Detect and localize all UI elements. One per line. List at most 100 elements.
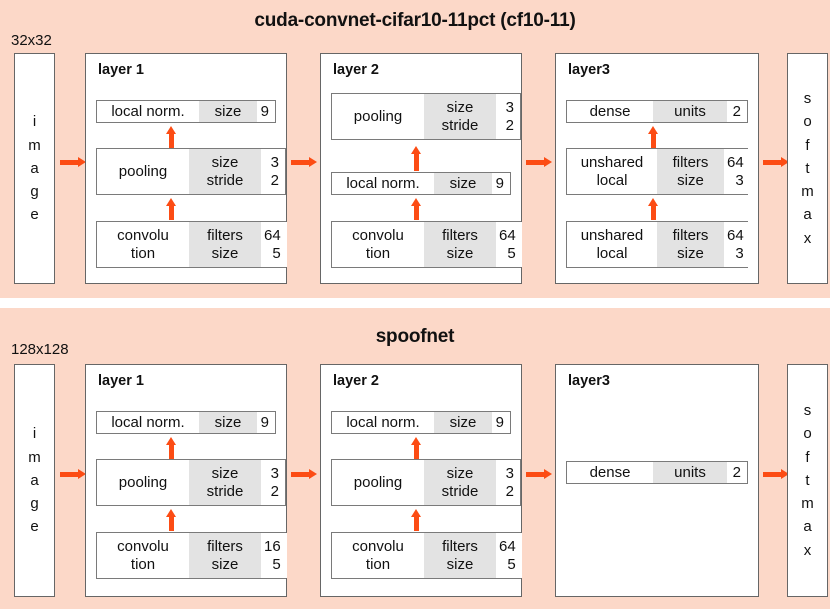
op-box-convolution[interactable]: convolu tion filters size 64 5 <box>96 221 287 268</box>
op-key: size <box>677 244 704 262</box>
image-label-char: e <box>30 518 39 536</box>
layer-title: layer3 <box>568 373 610 389</box>
flow-arrow-up-spoofnet-l2-b <box>411 509 422 531</box>
softmax-label-char: a <box>803 518 812 536</box>
flow-arrow-layer1-to-layer2-spoofnet <box>291 469 317 480</box>
flow-arrow-layer3-to-softmax-spoofnet <box>763 469 789 480</box>
op-value: 3 <box>735 171 744 189</box>
op-box-pooling[interactable]: pooling size stride 3 2 <box>96 459 286 506</box>
op-key: filters <box>672 226 709 244</box>
flow-arrow-up-cf10-11-l1-b <box>166 198 177 220</box>
op-name: tion <box>365 555 391 573</box>
op-box-dense[interactable]: dense units 2 <box>566 461 748 484</box>
op-name: pooling <box>353 473 403 491</box>
op-key: size <box>214 414 242 431</box>
op-value: 16 <box>264 537 281 555</box>
page-title-spoofnet: spoofnet <box>375 326 455 347</box>
flow-arrow-image-to-layer1-spoofnet <box>60 469 86 480</box>
op-key: size <box>211 464 239 482</box>
op-key: size <box>446 464 474 482</box>
op-name: tion <box>365 244 391 262</box>
softmax-label-char: a <box>803 206 812 224</box>
op-key: units <box>674 464 706 481</box>
softmax-label-char: x <box>803 541 812 559</box>
op-name: pooling <box>118 162 168 180</box>
image-label-char: m <box>28 448 41 466</box>
op-name: local norm. <box>346 414 420 431</box>
flow-arrow-up-spoofnet-l2-a <box>411 437 422 459</box>
op-value: 2 <box>505 482 514 500</box>
image-label-char: g <box>30 183 39 201</box>
layer-title: layer3 <box>568 62 610 78</box>
op-box-pooling[interactable]: pooling size stride 3 2 <box>331 93 521 140</box>
flow-arrow-layer2-to-layer3-spoofnet <box>526 469 552 480</box>
softmax-label-char: t <box>805 159 810 177</box>
image-input-column-cf10-11: i m a g e <box>14 53 55 284</box>
op-box-pooling[interactable]: pooling size stride 3 2 <box>96 148 286 195</box>
op-value: 3 <box>505 98 514 116</box>
op-name: local norm. <box>111 414 185 431</box>
op-key: size <box>449 175 477 192</box>
flow-arrow-up-cf10-11-l3-b <box>648 198 659 220</box>
op-box-local-norm[interactable]: local norm. size 9 <box>96 100 276 123</box>
softmax-output-column-spoofnet: s o f t m a x <box>787 364 828 597</box>
op-value: 64 <box>499 537 516 555</box>
flow-arrow-up-cf10-11-l3-a <box>648 126 659 148</box>
op-box-unshared-local[interactable]: unshared local filters size 64 3 <box>566 148 750 195</box>
op-box-convolution[interactable]: convolu tion filters size 16 5 <box>96 532 287 579</box>
image-label-char: g <box>30 495 39 513</box>
op-key: filters <box>442 226 478 244</box>
op-box-unshared-local[interactable]: unshared local filters size 64 3 <box>566 221 750 268</box>
softmax-label-char: o <box>803 425 812 443</box>
softmax-label-char: m <box>801 495 814 513</box>
flow-arrow-layer1-to-layer2-cf10-11 <box>291 157 317 168</box>
op-name: unshared <box>580 153 644 171</box>
input-size-label-spoofnet: 128x128 <box>11 341 69 358</box>
op-key: stride <box>206 171 244 189</box>
op-box-pooling[interactable]: pooling size stride 3 2 <box>331 459 521 506</box>
softmax-output-column-cf10-11: s o f t m a x <box>787 53 828 284</box>
flow-arrow-up-cf10-11-l2-a <box>411 146 422 171</box>
op-box-convolution[interactable]: convolu tion filters size 64 5 <box>331 532 522 579</box>
op-key: stride <box>441 116 479 134</box>
op-key: size <box>446 555 474 573</box>
softmax-label-char: f <box>805 136 810 154</box>
op-box-local-norm[interactable]: local norm. size 9 <box>331 172 511 195</box>
op-value: 3 <box>270 464 279 482</box>
op-key: size <box>211 153 239 171</box>
op-value: 5 <box>272 244 281 262</box>
op-box-local-norm[interactable]: local norm. size 9 <box>96 411 276 434</box>
op-name: dense <box>589 464 631 481</box>
op-key: stride <box>441 482 479 500</box>
op-name: dense <box>589 103 631 120</box>
op-box-convolution[interactable]: convolu tion filters size 64 5 <box>331 221 522 268</box>
op-name: pooling <box>353 107 403 125</box>
page-title-cf10-11: cuda-convnet-cifar10-11pct (cf10-11) <box>254 10 576 31</box>
op-key: size <box>211 555 239 573</box>
op-key: size <box>214 103 242 120</box>
flow-arrow-up-cf10-11-l2-b <box>411 198 422 220</box>
op-key: size <box>211 244 239 262</box>
op-value: 2 <box>732 103 741 120</box>
op-key: stride <box>206 482 244 500</box>
op-value: 9 <box>260 414 269 431</box>
op-box-dense[interactable]: dense units 2 <box>566 100 748 123</box>
op-value: 64 <box>499 226 516 244</box>
op-name: local norm. <box>346 175 420 192</box>
op-value: 2 <box>732 464 741 481</box>
softmax-label-char: m <box>801 183 814 201</box>
softmax-label-char: f <box>805 448 810 466</box>
op-box-local-norm[interactable]: local norm. size 9 <box>331 411 511 434</box>
op-value: 5 <box>507 244 516 262</box>
flow-arrow-up-spoofnet-l1-b <box>166 509 177 531</box>
op-key: filters <box>672 153 709 171</box>
flow-arrow-up-cf10-11-l1-a <box>166 126 177 148</box>
op-name: convolu <box>117 226 169 244</box>
image-label-char: a <box>30 471 39 489</box>
layer-title: layer 1 <box>98 373 144 389</box>
op-name: tion <box>130 244 156 262</box>
op-key: filters <box>207 537 243 555</box>
op-value: 64 <box>727 226 744 244</box>
op-key: size <box>446 244 474 262</box>
